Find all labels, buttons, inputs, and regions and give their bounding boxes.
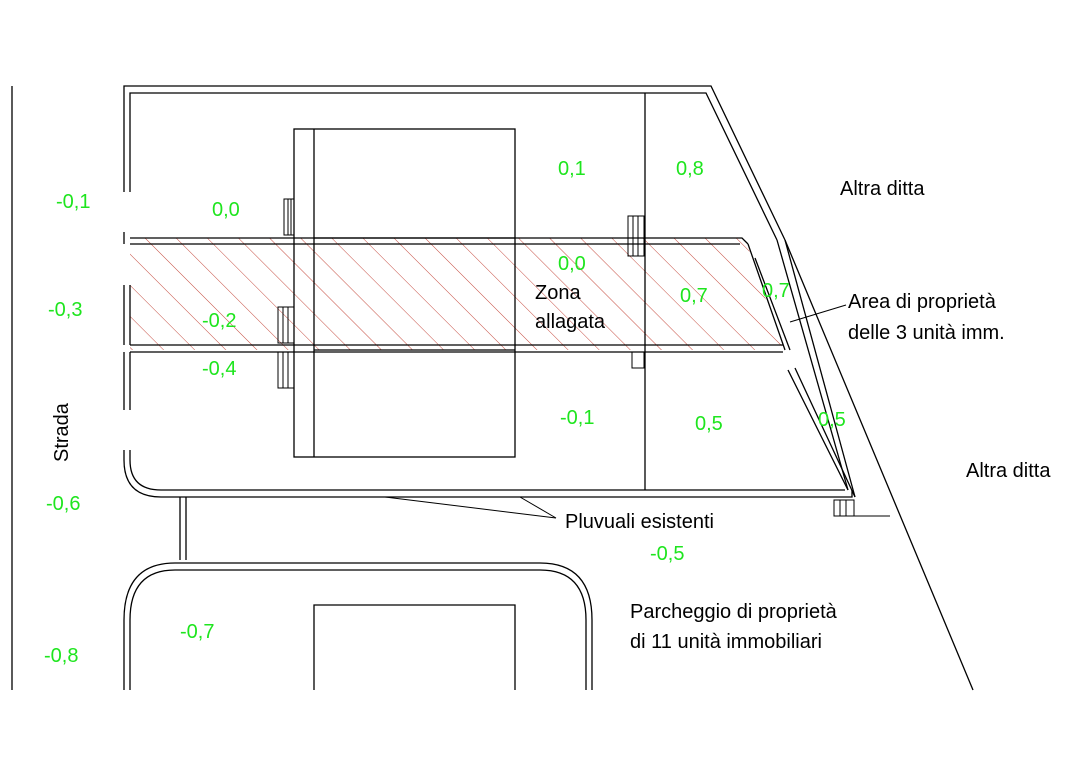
elevation-room-se: 0,5	[695, 413, 723, 435]
stairs	[277, 198, 890, 517]
area-label-line2: delle 3 unità imm.	[848, 322, 1005, 344]
elevation-parking-left: -0,7	[180, 621, 214, 643]
property-boundary-line	[784, 239, 974, 691]
area-label-line1: Area di proprietà	[848, 291, 997, 313]
elevation-road-4: -0,8	[44, 645, 78, 667]
elevation-road-2: -0,3	[48, 299, 82, 321]
flooded-zone-hatch	[130, 238, 783, 350]
leader-lines	[384, 304, 847, 519]
elevation-parking-top: -0,5	[650, 543, 684, 565]
elevation-side-strip-upper: 0,7	[762, 280, 790, 302]
zona-label-line2: allagata	[535, 311, 606, 333]
elevation-below-flood: -0,4	[202, 358, 236, 380]
parking-area	[123, 497, 593, 690]
elevation-room-ne: 0,8	[676, 158, 704, 180]
elevation-road-1: -0,1	[56, 191, 90, 213]
parcheggio-label-line2: di 11 unità immobiliari	[630, 631, 822, 653]
altra-ditta-right-label: Altra ditta	[966, 460, 1051, 482]
elevation-flood-center: 0,0	[558, 253, 586, 275]
elevation-road-3: -0,6	[46, 493, 80, 515]
central-block	[293, 128, 516, 458]
strada-label: Strada	[51, 402, 73, 462]
pluvuali-label: Pluvuali esistenti	[565, 511, 714, 533]
elevation-flood-west: -0,2	[202, 310, 236, 332]
elevation-side-strip-lower: 0,5	[818, 409, 846, 431]
elevation-room-n: 0,1	[558, 158, 586, 180]
parcheggio-label-line1: Parcheggio di proprietà	[630, 601, 838, 623]
elevation-flood-east: 0,7	[680, 285, 708, 307]
elevation-room-s: -0,1	[560, 407, 594, 429]
elevation-room-nw: 0,0	[212, 199, 240, 221]
altra-ditta-top-label: Altra ditta	[840, 178, 925, 200]
zona-label-line1: Zona	[535, 282, 581, 304]
